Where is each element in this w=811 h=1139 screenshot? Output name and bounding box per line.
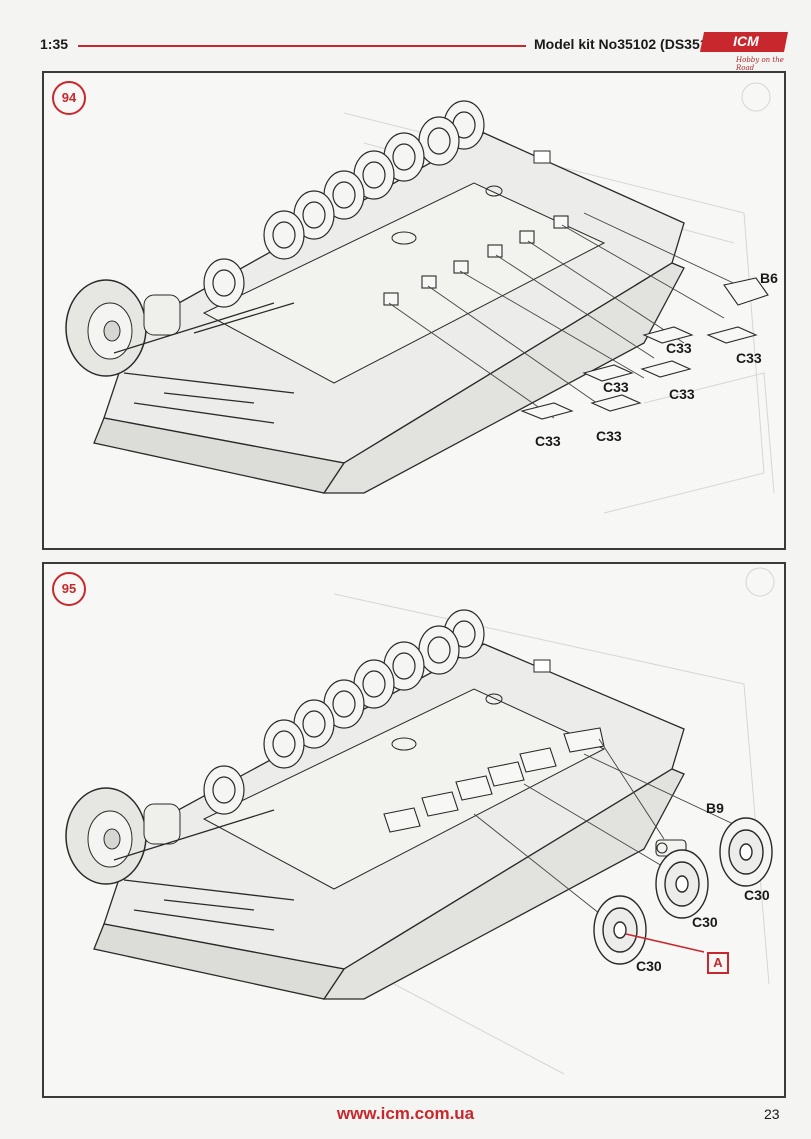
header-rule [78, 45, 526, 47]
header-scale: 1:35 [40, 36, 69, 52]
part-label-c33: C33 [736, 350, 762, 366]
page-number: 23 [764, 1106, 780, 1122]
part-label-c30: C30 [636, 958, 662, 974]
icm-logo: ICM Hobby on the Road [700, 30, 792, 72]
reference-marker: A [707, 952, 729, 974]
part-label-c33: C33 [596, 428, 622, 444]
step-number-badge: 94 [52, 81, 86, 115]
footer-website-url[interactable]: www.icm.com.ua [336, 1104, 475, 1123]
part-label-b9: B9 [706, 800, 724, 816]
part-label-c33: C33 [535, 433, 561, 449]
logo-shape [700, 32, 788, 52]
part-label-c33: C33 [603, 379, 629, 395]
header-title: Model kit No35102 (DS3515) [534, 36, 720, 52]
part-label-b6: B6 [760, 270, 778, 286]
step-94-panel: 94 [42, 71, 786, 550]
part-label-c30: C30 [744, 887, 770, 903]
part-label-c33: C33 [666, 340, 692, 356]
part-label-c30: C30 [692, 914, 718, 930]
part-label-c33: C33 [669, 386, 695, 402]
step-number-badge: 95 [52, 572, 86, 606]
logo-text: ICM [733, 33, 759, 49]
step-95-panel: 95 [42, 562, 786, 1098]
hull-drawing-step-95 [65, 567, 775, 1075]
logo-tagline: Hobby on the Road [736, 56, 784, 72]
hull-drawing-step-94 [65, 82, 775, 514]
